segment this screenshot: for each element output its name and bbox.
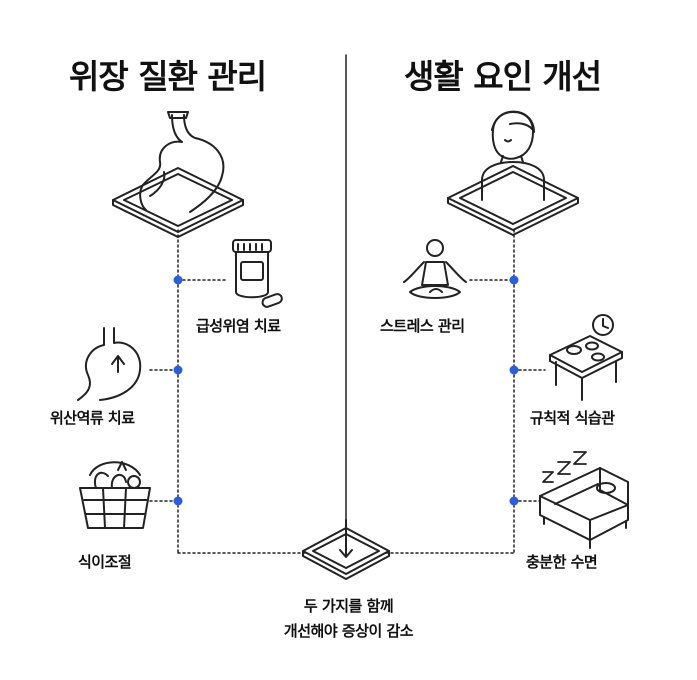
food-basket-icon (79, 461, 151, 529)
right-item-2: 규칙적 식습관 (530, 409, 615, 427)
footer-line-2: 개선해야 증상이 감소 (283, 622, 414, 640)
dot-right-3 (509, 496, 519, 506)
dot-left-1 (173, 275, 183, 285)
footer-line-1: 두 가지를 함께 (303, 597, 394, 615)
dot-right-2 (509, 365, 519, 375)
left-item-3: 식이조절 (78, 553, 132, 571)
down-arrow-icon (302, 519, 390, 580)
pill-bottle-icon (232, 239, 283, 308)
dot-left-3 (173, 496, 183, 506)
meditation-icon (403, 239, 467, 299)
person-icon (447, 110, 579, 236)
right-title: 생활 요인 개선 (404, 57, 602, 96)
dot-right-1 (509, 275, 519, 285)
left-item-2: 위산역류 치료 (50, 409, 135, 427)
right-item-1: 스트레스 관리 (380, 317, 465, 335)
stomach-reflux-icon (77, 327, 142, 401)
left-item-1: 급성위염 치료 (196, 317, 281, 335)
left-title: 위장 질환 관리 (69, 57, 267, 96)
right-item-3: 충분한 수면 (526, 553, 598, 571)
dot-left-2 (173, 365, 183, 375)
sleeping-bed-icon (539, 451, 629, 549)
clock-table-icon (549, 314, 623, 401)
stomach-icon (112, 111, 244, 238)
